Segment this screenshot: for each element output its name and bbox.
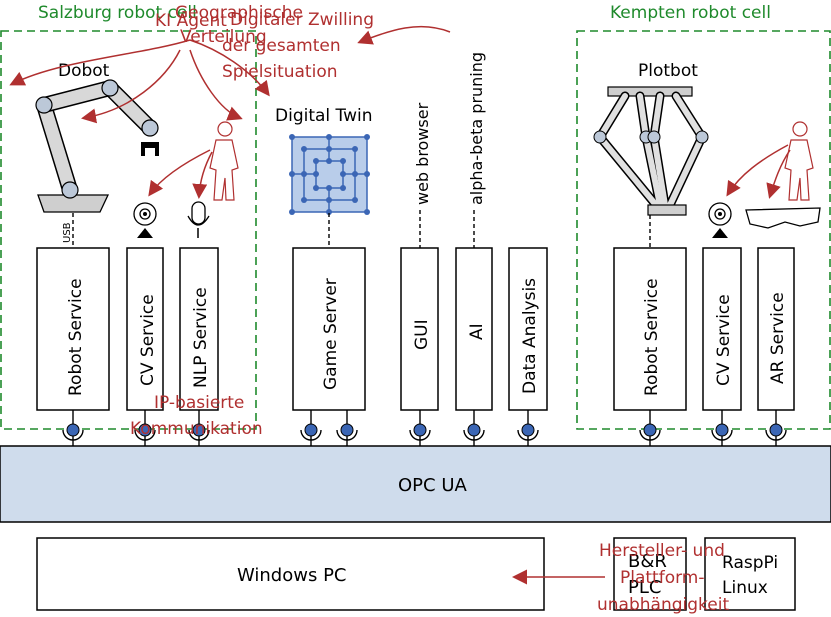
dobot-label: Dobot — [58, 61, 110, 81]
game-server-box — [292, 247, 366, 411]
person-icon-kempten — [784, 121, 814, 201]
ar-service-label: AR Service — [768, 292, 788, 384]
digital-twin-annotation-2: der gesamten — [222, 36, 341, 56]
geographic-distribution-annotation-1: Geographische — [175, 3, 303, 23]
ar-glasses-icon — [745, 207, 821, 229]
robot-service-label-1: Robot Service — [66, 278, 86, 396]
br-plc-label-1: B&R — [628, 551, 667, 572]
robot-service-label-2: Robot Service — [642, 278, 662, 396]
web-browser-label: web browser — [413, 102, 432, 205]
vendor-independence-annotation-3: unabhängigkeit — [597, 595, 729, 615]
digital-twin-board-icon — [289, 134, 370, 215]
br-plc-box — [613, 537, 687, 611]
person-icon — [209, 121, 239, 201]
camera-icon-kempten — [708, 202, 732, 238]
ki-agent-annotation: KI Agent — [155, 11, 227, 31]
opc-ua-label: OPC UA — [398, 475, 467, 496]
ip-communication-annotation-1: IP-basierte — [154, 393, 244, 413]
annotation-arrows — [9, 25, 791, 585]
usb-label: USB — [62, 222, 73, 243]
geographic-distribution-annotation-2: Verteilung — [180, 27, 267, 47]
data-analysis-label: Data Analysis — [520, 278, 540, 394]
windows-pc-label: Windows PC — [237, 565, 347, 586]
cv-service-label-1: CV Service — [138, 294, 158, 386]
salzburg-cell-title: Salzburg robot cell — [38, 3, 197, 23]
alpha-beta-label: alpha-beta pruning — [467, 52, 486, 205]
nlp-service-label: NLP Service — [191, 287, 211, 388]
kempten-cell-title: Kempten robot cell — [610, 3, 771, 23]
microphone-icon — [187, 201, 210, 238]
vendor-independence-annotation-1: Hersteller- und — [599, 541, 725, 561]
ai-label: AI — [467, 323, 487, 340]
game-server-label: Game Server — [321, 278, 341, 390]
digital-twin-annotation-3: Spielsituation — [222, 62, 338, 82]
windows-pc-box — [36, 537, 545, 611]
opc-ua-bus — [0, 445, 831, 523]
nlp-service-box — [179, 247, 219, 411]
br-plc-label-2: PLC — [628, 577, 661, 598]
vendor-independence-annotation-2: Plattform- — [620, 568, 705, 588]
data-analysis-box — [508, 247, 548, 411]
dobot-robot-icon — [35, 79, 159, 213]
raspi-label-2: Linux — [722, 578, 768, 598]
digital-twin-annotation-1: Digitaler Zwilling — [230, 10, 374, 30]
gui-label: GUI — [412, 319, 432, 350]
salzburg-cell-border — [0, 30, 257, 430]
bus-connection-nodes — [62, 423, 787, 441]
raspi-box — [704, 537, 796, 611]
ip-communication-annotation-2: Kommunikation — [130, 419, 263, 439]
robot-service-box-salzburg — [36, 247, 110, 411]
cv-service-label-2: CV Service — [714, 294, 734, 386]
cv-service-box-salzburg — [126, 247, 164, 411]
plotbot-robot-icon — [593, 86, 709, 216]
robot-service-box-kempten — [613, 247, 687, 411]
camera-icon — [133, 202, 157, 238]
ai-box — [455, 247, 493, 411]
gui-box — [400, 247, 439, 411]
ar-service-box — [757, 247, 795, 411]
raspi-label-1: RaspPi — [722, 553, 778, 573]
digital-twin-label: Digital Twin — [275, 106, 373, 126]
plotbot-label: Plotbot — [638, 61, 698, 81]
